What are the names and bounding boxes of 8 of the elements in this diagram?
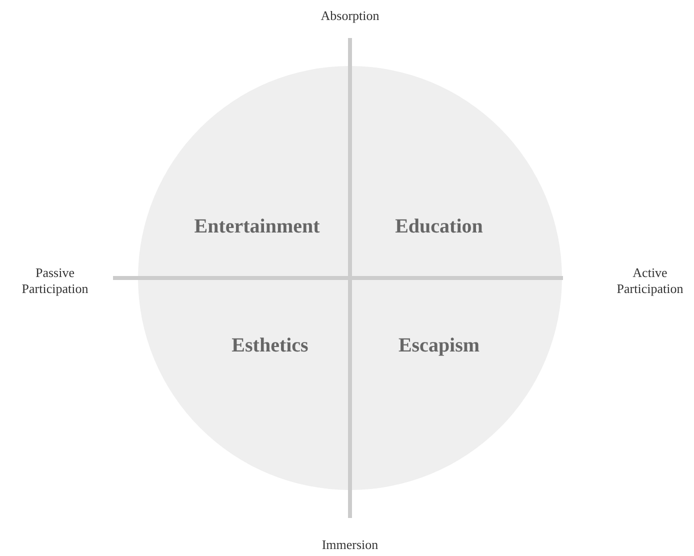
axis-label: Immersion xyxy=(322,537,378,553)
quadrant-label: Education xyxy=(395,216,483,238)
axis-label: Absorption xyxy=(320,8,380,24)
axis-label: Passive Participation xyxy=(20,265,90,297)
axis-label: Active Participation xyxy=(616,265,684,297)
quadrant-label: Escapism xyxy=(398,334,480,358)
quadrant-label: Esthetics xyxy=(232,334,308,358)
quadrant-label: Entertainment xyxy=(194,216,320,238)
